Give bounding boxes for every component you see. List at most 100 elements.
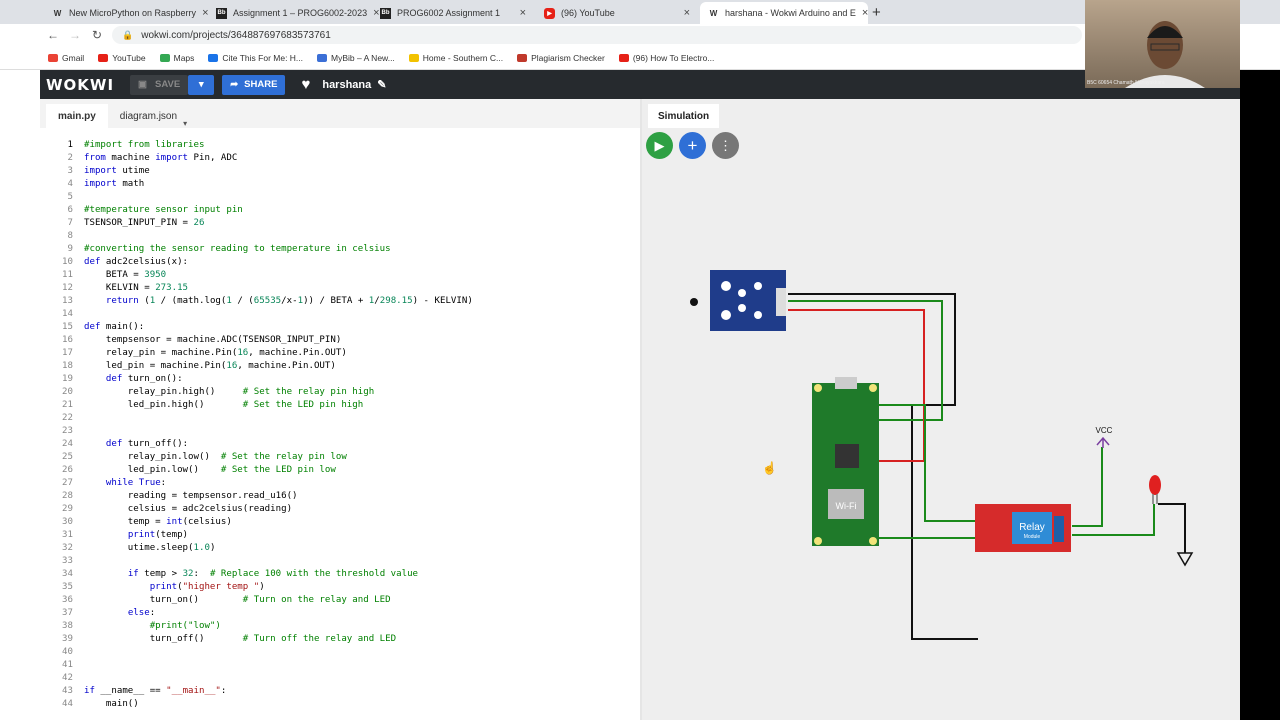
tab-3[interactable]: Bb PROG6002 Assignment 1 × [372, 2, 534, 24]
code-line[interactable]: 17 relay_pin = machine.Pin(16, machine.P… [40, 347, 640, 360]
tab-main-py[interactable]: main.py [46, 104, 108, 128]
code-line[interactable]: 32 utime.sleep(1.0) [40, 542, 640, 555]
wokwi-logo[interactable]: WOKWI [46, 75, 115, 94]
bookmark-youtube[interactable]: YouTube [98, 53, 146, 63]
heart-icon[interactable]: ♥ [301, 76, 311, 93]
code-line[interactable]: 39 turn_off() # Turn off the relay and L… [40, 633, 640, 646]
code-line[interactable]: 18 led_pin = machine.Pin(16, machine.Pin… [40, 360, 640, 373]
reload-icon[interactable]: ↻ [91, 28, 103, 42]
share-button[interactable]: ➦ SHARE [222, 74, 286, 95]
raspberry-pi-pico-w[interactable]: Wi-Fi [812, 377, 879, 546]
bookmark-label: Plagiarism Checker [531, 52, 605, 63]
code-line[interactable]: 23 [40, 425, 640, 438]
code-token: #print("low") [149, 621, 221, 631]
bookmark-mybib[interactable]: MyBib – A New... [317, 53, 395, 63]
play-button[interactable]: ▶ [646, 132, 673, 159]
add-part-button[interactable]: + [679, 132, 706, 159]
project-name[interactable]: harshana ✎ [322, 78, 387, 92]
code-line[interactable]: 20 relay_pin.high() # Set the relay pin … [40, 386, 640, 399]
code-line[interactable]: 41 [40, 659, 640, 672]
code-line[interactable]: 14 [40, 308, 640, 321]
code-line[interactable]: 31 print(temp) [40, 529, 640, 542]
code-line[interactable]: 9#converting the sensor reading to tempe… [40, 243, 640, 256]
code-line[interactable]: 38 #print("low") [40, 620, 640, 633]
relay-module[interactable]: Relay Module [975, 504, 1071, 552]
tab-1[interactable]: W New MicroPython on Raspberry × [44, 2, 209, 24]
code-line[interactable]: 22 [40, 412, 640, 425]
back-icon[interactable]: ← [47, 28, 59, 42]
new-tab-icon[interactable]: + [872, 4, 881, 21]
chevron-down-icon[interactable]: ▾ [183, 119, 188, 128]
code-line[interactable]: 36 turn_on() # Turn on the relay and LED [40, 594, 640, 607]
ground-symbol[interactable] [1176, 552, 1194, 567]
code-line[interactable]: 28 reading = tempsensor.read_u16() [40, 490, 640, 503]
code-line[interactable]: 40 [40, 646, 640, 659]
close-icon[interactable]: × [683, 7, 690, 19]
bookmark-gmail[interactable]: Gmail [48, 53, 84, 63]
url-field[interactable]: 🔒 wokwi.com/projects/364887697683573761 [112, 26, 1082, 44]
close-icon[interactable]: × [861, 7, 869, 19]
bookmark-youtube-video[interactable]: (96) How To Electro... [618, 53, 714, 63]
bookmark-maps[interactable]: Maps [159, 53, 194, 63]
code-token: 1 [226, 296, 232, 306]
code-token: def [105, 439, 123, 449]
code-line[interactable]: 27 while True: [40, 477, 640, 490]
tab-5-active[interactable]: W harshana - Wokwi Arduino and E × [700, 2, 868, 24]
vcc-symbol[interactable]: VCC [1096, 426, 1113, 448]
code-line[interactable]: 16 tempsensor = machine.ADC(TSENSOR_INPU… [40, 334, 640, 347]
code-line[interactable]: 30 temp = int(celsius) [40, 516, 640, 529]
circuit-canvas[interactable]: Wi-Fi Relay Module VCC [642, 128, 1240, 720]
code-line[interactable]: 42 [40, 672, 640, 685]
code-line[interactable]: 6#temperature sensor input pin [40, 204, 640, 217]
cite-icon [208, 53, 219, 62]
code-line[interactable]: 21 led_pin.high() # Set the LED pin high [40, 399, 640, 412]
bookmark-citethisforme[interactable]: Cite This For Me: H... [208, 53, 303, 63]
save-button[interactable]: ▣ SAVE [130, 74, 189, 95]
code-token: # Set the relay pin low [220, 452, 347, 462]
close-icon[interactable]: × [373, 7, 380, 19]
code-line[interactable]: 26 led_pin.low() # Set the LED pin low [40, 464, 640, 477]
code-line[interactable]: 8 [40, 230, 640, 243]
code-line[interactable]: 37 else: [40, 607, 640, 620]
code-line[interactable]: 5 [40, 191, 640, 204]
line-number: 42 [62, 673, 73, 683]
save-dropdown-button[interactable]: ▾ [188, 74, 215, 95]
tab-simulation[interactable]: Simulation [648, 104, 720, 128]
tab-2[interactable]: Bb Assignment 1 – PROG6002-2023 × [208, 2, 380, 24]
code-token: turn_off() [84, 634, 243, 644]
forward-icon[interactable]: → [69, 28, 81, 42]
code-line[interactable]: 35 print("higher temp ") [40, 581, 640, 594]
pencil-icon[interactable]: ✎ [377, 79, 387, 91]
code-line[interactable]: 34 if temp > 32: # Replace 100 with the … [40, 568, 640, 581]
close-icon[interactable]: × [519, 7, 526, 19]
code-line[interactable]: 24 def turn_off(): [40, 438, 640, 451]
code-line[interactable]: 44 main() [40, 698, 640, 711]
temperature-sensor-module[interactable] [690, 270, 786, 331]
code-line[interactable]: 33 [40, 555, 640, 568]
close-icon[interactable]: × [202, 7, 209, 19]
code-line[interactable]: 1#import from libraries [40, 139, 640, 152]
code-line[interactable]: 11 BETA = 3950 [40, 269, 640, 282]
code-line[interactable]: 13 return (1 / (math.log(1 / (65535/x-1)… [40, 295, 640, 308]
panel-divider[interactable] [640, 99, 642, 720]
line-number: 3 [67, 166, 73, 176]
bookmark-southern-cross[interactable]: Home - Southern C... [408, 53, 503, 63]
code-line[interactable]: 12 KELVIN = 273.15 [40, 282, 640, 295]
code-token: ) - KELVIN) [412, 296, 473, 306]
tab-diagram-json[interactable]: diagram.json [119, 110, 178, 122]
bookmark-plagiarism[interactable]: Plagiarism Checker [517, 53, 605, 63]
red-led[interactable] [1149, 475, 1161, 504]
code-line[interactable]: 19 def turn_on(): [40, 373, 640, 386]
code-line[interactable]: 29 celsius = adc2celsius(reading) [40, 503, 640, 516]
tab-4[interactable]: ▶ (96) YouTube × [536, 2, 698, 24]
code-line[interactable]: 25 relay_pin.low() # Set the relay pin l… [40, 451, 640, 464]
more-options-button[interactable]: ⋮ [712, 132, 739, 159]
